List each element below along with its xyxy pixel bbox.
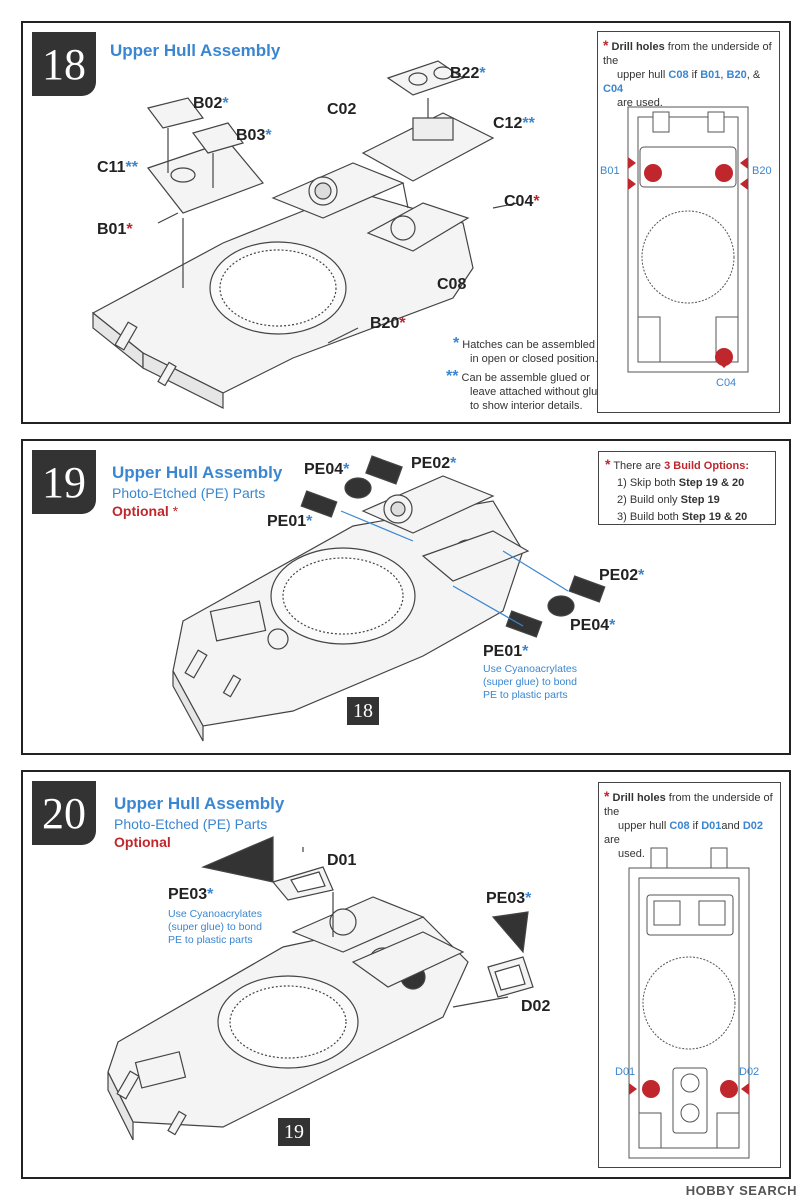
step-title: Upper Hull Assembly bbox=[110, 41, 281, 60]
step-20-panel: 20 Upper Hull Assembly Photo-Etched (PE)… bbox=[21, 770, 791, 1179]
step-19-panel: 19 Upper Hull Assembly Photo-Etched (PE)… bbox=[21, 439, 791, 755]
label-c02: C02 bbox=[327, 101, 357, 118]
optional-label: Optional bbox=[114, 834, 171, 850]
legend-hatches: * Hatches can be assembled in open or cl… bbox=[453, 335, 598, 366]
step-number: 18 bbox=[32, 32, 96, 96]
step-18-hull-illustration bbox=[91, 60, 519, 409]
hull-underside-diagram bbox=[627, 106, 749, 373]
watermark: HOBBY SEARCH bbox=[685, 1183, 797, 1198]
drill-info-box: * Drill holes from the underside of the … bbox=[598, 782, 781, 1168]
label-c11: C11** bbox=[97, 159, 138, 176]
label-b03: B03* bbox=[236, 127, 272, 144]
label-pe01-bottom: PE01* bbox=[483, 643, 529, 660]
drill-info-box: * Drill holes from the underside of the … bbox=[597, 31, 780, 413]
glue-note: Use Cyanoacrylates (super glue) to bond … bbox=[168, 908, 262, 946]
reference-step-19: 19 bbox=[278, 1118, 310, 1146]
build-options-box: * There are 3 Build Options: 1) Skip bot… bbox=[598, 451, 776, 525]
step-title: Upper Hull Assembly bbox=[114, 794, 285, 813]
label-pe04-right: PE04* bbox=[570, 617, 616, 634]
step-number: 19 bbox=[32, 450, 96, 514]
glue-note: Use Cyanoacrylates (super glue) to bond … bbox=[483, 663, 577, 701]
tag-c04: C04 bbox=[716, 377, 737, 389]
step-subtitle: Photo-Etched (PE) Parts bbox=[114, 816, 268, 832]
label-pe03-left: PE03* bbox=[168, 886, 214, 903]
label-pe02-right: PE02* bbox=[599, 567, 645, 584]
step-19-hull-illustration bbox=[172, 455, 606, 742]
legend-glue: ** Can be assemble glued or leave attach… bbox=[446, 368, 604, 413]
label-b02: B02* bbox=[193, 95, 229, 112]
step-number: 20 bbox=[32, 781, 96, 845]
step-title: Upper Hull Assembly bbox=[112, 463, 283, 482]
label-c04: C04* bbox=[504, 193, 540, 210]
label-pe01-left: PE01* bbox=[267, 513, 313, 530]
step-subtitle: Photo-Etched (PE) Parts bbox=[112, 485, 266, 501]
step-18-panel: 18 Upper Hull Assembly bbox=[21, 21, 791, 424]
tag-d02: D02 bbox=[739, 1066, 760, 1078]
label-d01: D01 bbox=[327, 852, 357, 869]
drill-instructions: * Drill holes from the underside of the … bbox=[603, 37, 772, 109]
optional-label: Optional * bbox=[112, 503, 179, 519]
tag-b01: B01 bbox=[600, 165, 620, 177]
label-pe02-top: PE02* bbox=[411, 455, 457, 472]
label-c08: C08 bbox=[437, 276, 467, 293]
label-b20: B20* bbox=[370, 315, 406, 332]
hull-underside-diagram bbox=[628, 847, 750, 1159]
label-b22: B22* bbox=[450, 65, 486, 82]
tag-d01: D01 bbox=[615, 1066, 636, 1078]
reference-step-18: 18 bbox=[347, 697, 379, 725]
step-20-hull-illustration bbox=[107, 836, 534, 1141]
label-pe03-right: PE03* bbox=[486, 890, 532, 907]
tag-b20: B20 bbox=[752, 165, 772, 177]
label-b01: B01* bbox=[97, 221, 133, 238]
label-c12: C12** bbox=[493, 115, 535, 132]
drill-instructions: * Drill holes from the underside of the … bbox=[604, 788, 773, 860]
label-d02: D02 bbox=[521, 998, 551, 1015]
label-pe04-top: PE04* bbox=[304, 461, 350, 478]
build-options-text: * There are 3 Build Options: 1) Skip bot… bbox=[605, 456, 750, 523]
